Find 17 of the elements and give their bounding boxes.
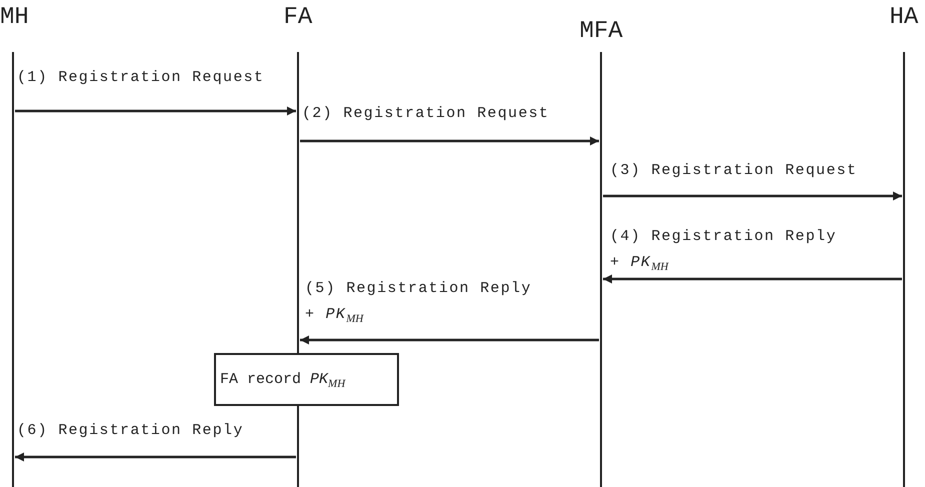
participant-label: MFA [580, 18, 623, 45]
message-arrow [603, 274, 902, 284]
participant-label: HA [890, 4, 918, 31]
message-arrow [15, 452, 296, 462]
message-arrow [15, 106, 296, 116]
message-arrow [300, 136, 599, 146]
message-label: (6) Registration Reply [17, 421, 245, 441]
message-label: (3) Registration Request [610, 161, 858, 181]
process-box: FA record PK$_{MH}$ [214, 353, 399, 406]
message-label: (1) Registration Request [17, 68, 266, 88]
message-label: (5) Registration Reply + PK$_{MH}$ [305, 279, 533, 327]
message-arrow [603, 192, 902, 200]
message-arrow [300, 336, 599, 344]
message-label: (4) Registration Reply + PK$_{MH}$ [610, 227, 838, 275]
participant-label: MH [0, 4, 29, 31]
participant-label: FA [284, 4, 312, 31]
message-label: (2) Registration Request [302, 104, 550, 124]
